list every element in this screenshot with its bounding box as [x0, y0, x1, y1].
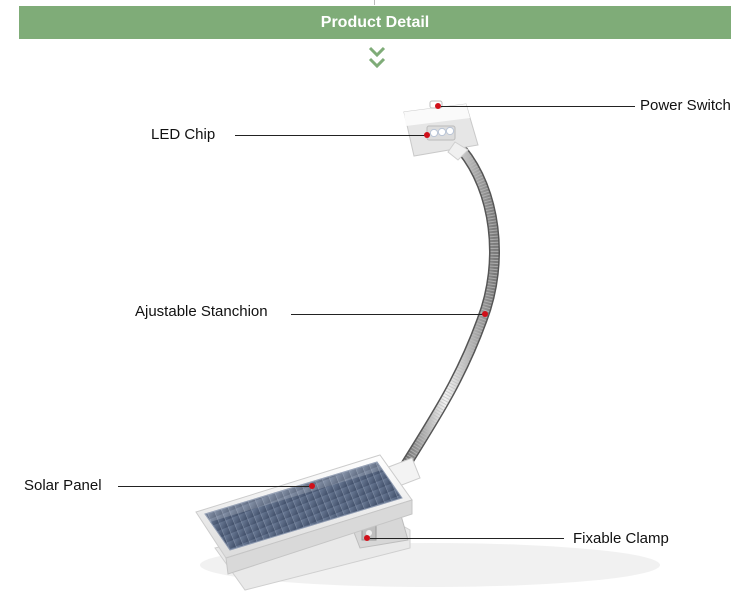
label-stanchion: Ajustable Stanchion	[135, 303, 268, 320]
solar-panel-body	[195, 454, 413, 575]
double-chevron-down-icon	[368, 46, 386, 69]
section-title: Product Detail	[320, 14, 430, 31]
callout-line-led-chip	[235, 135, 425, 136]
callout-dot-solar-panel	[309, 483, 315, 489]
banner-divider-tick	[374, 0, 375, 5]
section-header: Product Detail	[19, 6, 731, 39]
callout-dot-led-chip	[424, 132, 430, 138]
callout-line-clamp	[370, 538, 564, 539]
label-power-switch: Power Switch	[640, 97, 731, 114]
callout-line-stanchion	[291, 314, 483, 315]
label-led-chip: LED Chip	[151, 126, 216, 143]
callout-line-solar-panel	[118, 486, 310, 487]
callout-dot-clamp	[364, 535, 370, 541]
callout-dot-stanchion	[482, 311, 488, 317]
lamp-head	[403, 100, 479, 161]
label-clamp: Fixable Clamp	[573, 530, 669, 547]
label-solar-panel: Solar Panel	[24, 477, 102, 494]
gooseneck-stanchion	[399, 144, 500, 472]
callout-line-power-switch	[441, 106, 635, 107]
callout-dot-power-switch	[435, 103, 441, 109]
